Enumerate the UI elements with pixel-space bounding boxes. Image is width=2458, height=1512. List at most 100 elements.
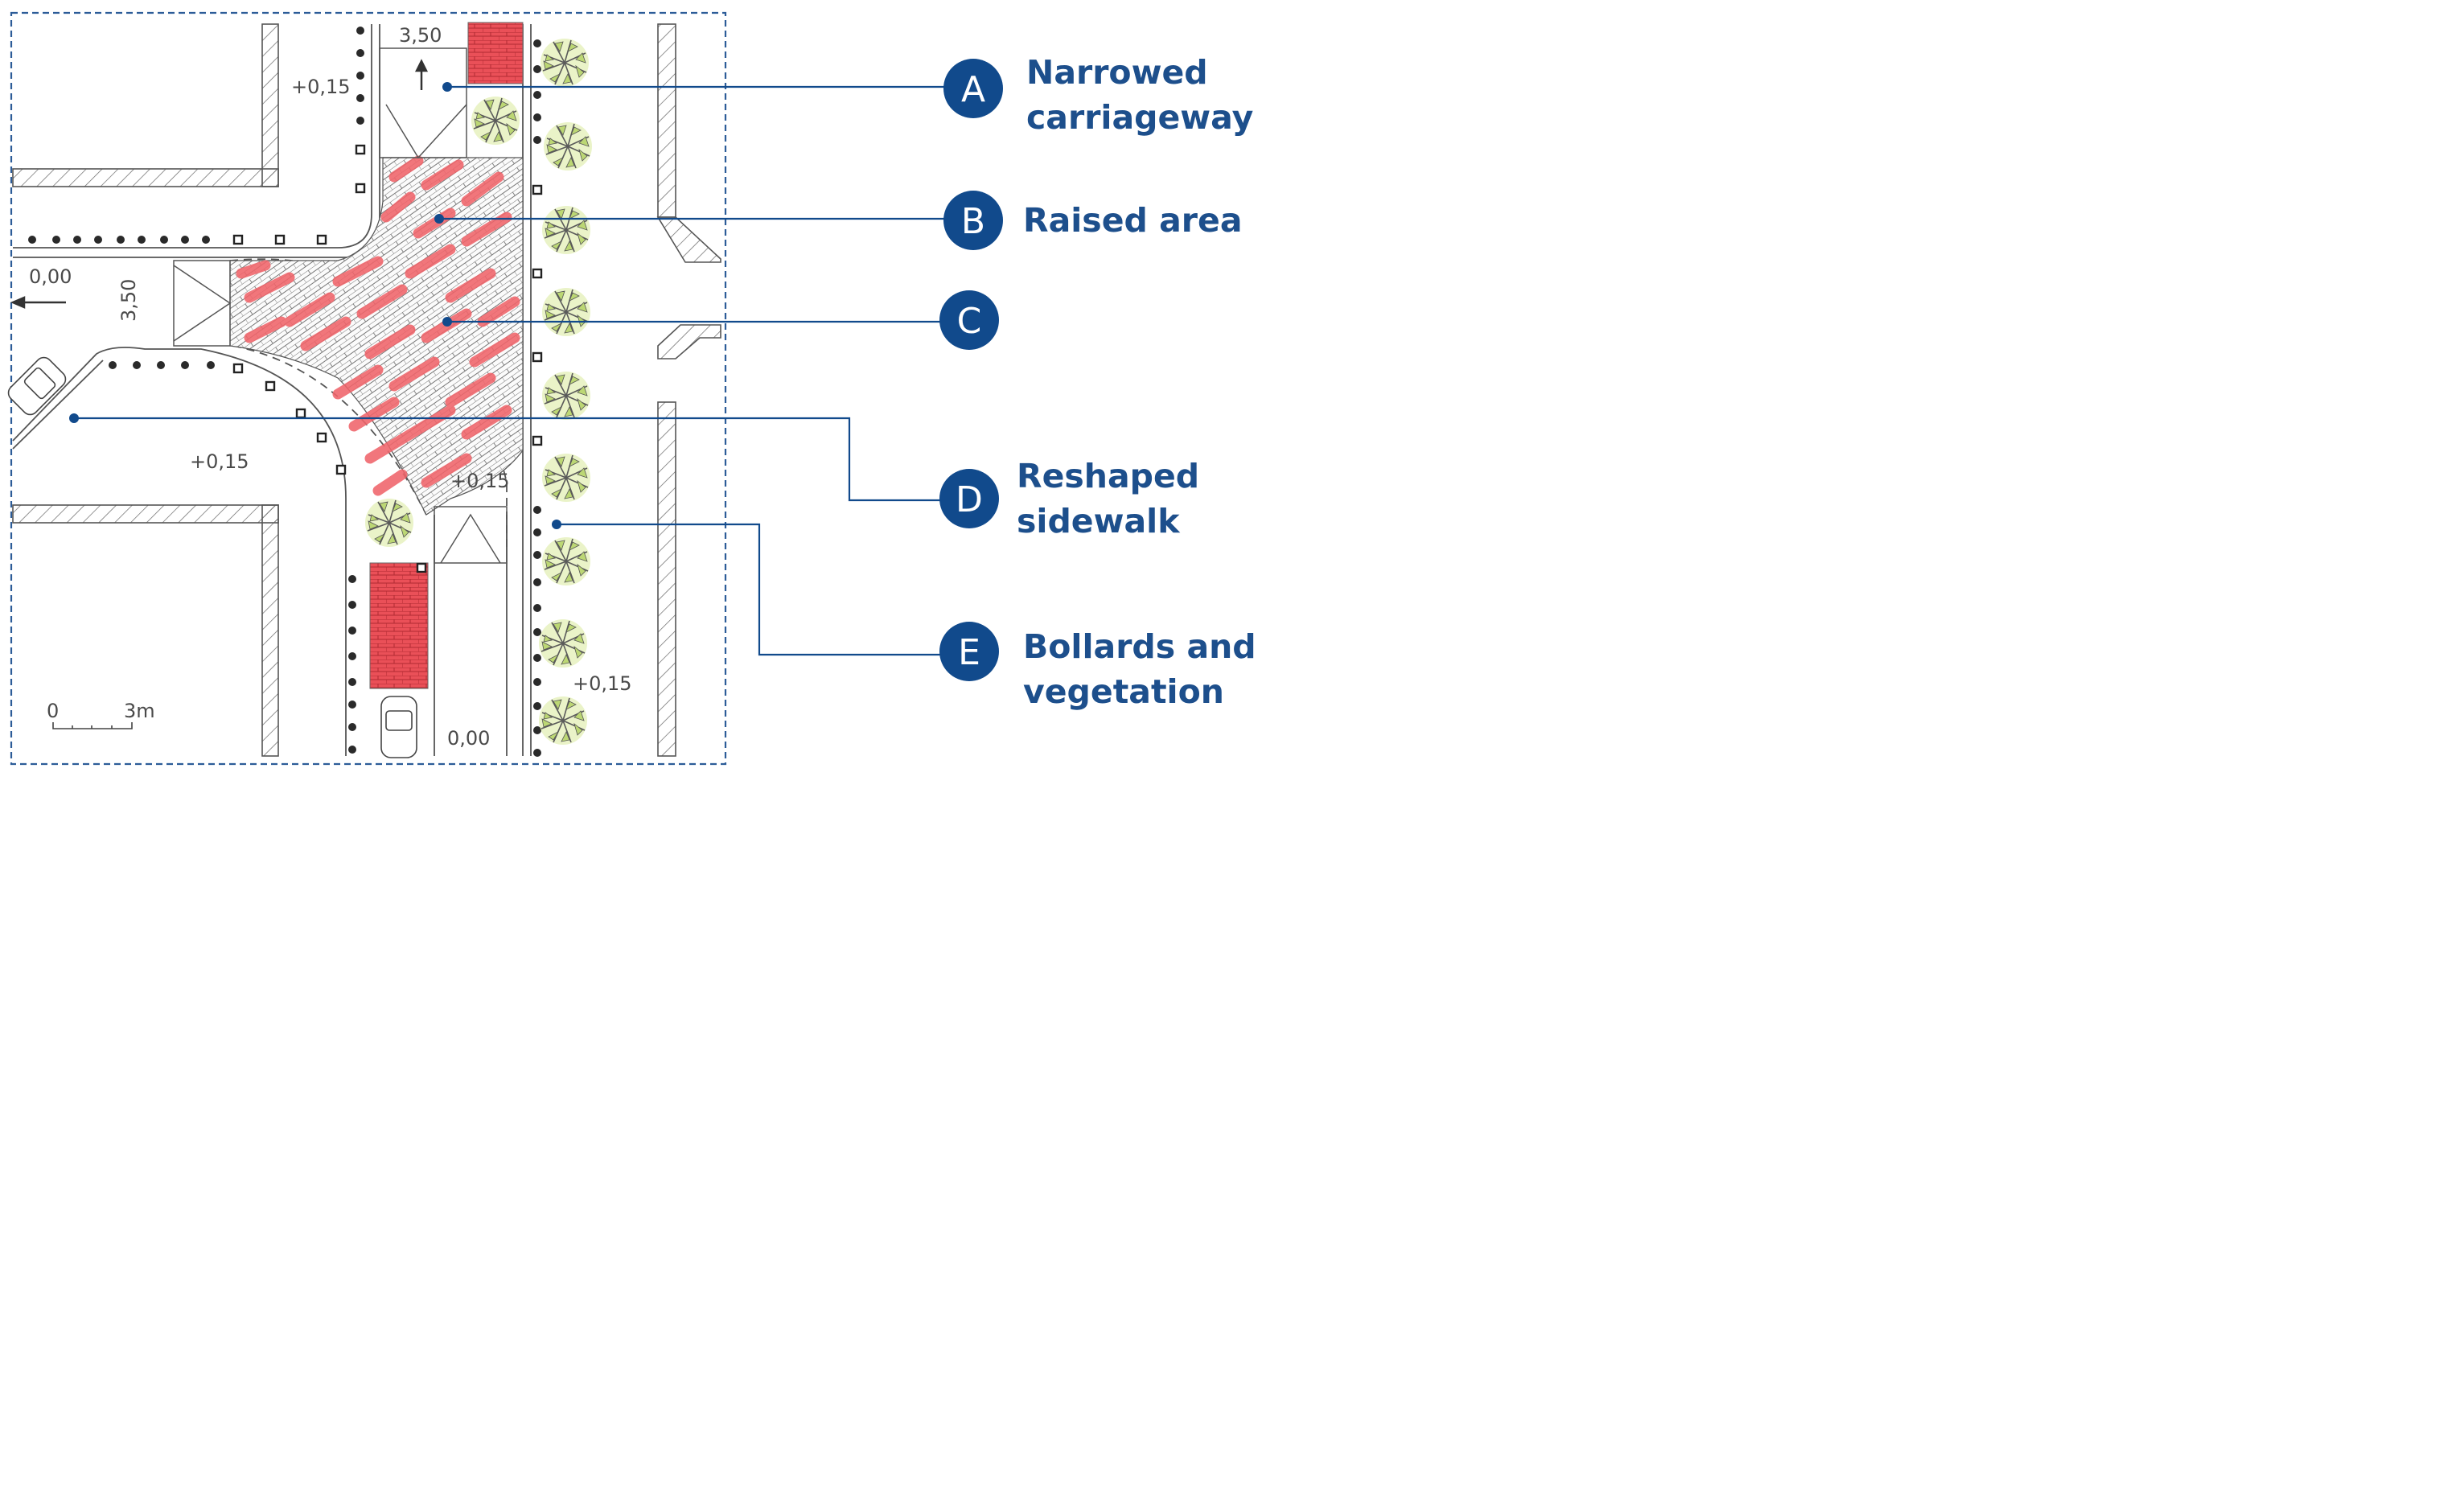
svg-text:E: E xyxy=(958,632,980,673)
elevation-corner: +0,15 xyxy=(450,470,510,492)
bollard-icon xyxy=(533,113,541,121)
bollard-icon xyxy=(348,575,356,583)
bollard-icon xyxy=(28,27,543,757)
callout-label-b: Raised area xyxy=(1023,198,1243,243)
svg-text:C: C xyxy=(957,301,982,342)
callout-badge-d: D xyxy=(939,469,999,528)
callout-label-a-line2: carriageway xyxy=(1026,98,1254,137)
bollard-icon xyxy=(265,380,276,392)
bollard-icon xyxy=(356,117,364,125)
west-arrow-icon xyxy=(10,296,66,309)
bollard-icon xyxy=(533,506,541,514)
bollard-icon xyxy=(533,628,541,636)
bollard-icon xyxy=(533,528,541,536)
bollard-icon xyxy=(533,551,541,559)
bollard-icon xyxy=(348,678,356,686)
tree-icon xyxy=(471,96,520,146)
bollard-icon xyxy=(533,604,541,612)
tree-icon xyxy=(538,618,588,668)
car-icon xyxy=(7,356,417,758)
bollard-icon xyxy=(117,236,125,244)
red-crossing-bottom xyxy=(369,562,429,689)
bollard-icon xyxy=(73,236,81,244)
diagram-root: +0,15 +0,15 +0,15 +0,15 0,00 0,00 3,50 3… xyxy=(0,0,1261,775)
callout-label-a-line1: Narrowed xyxy=(1026,53,1208,92)
curb-lines xyxy=(12,24,532,756)
tree-icon xyxy=(541,371,591,421)
bollard-icon xyxy=(355,144,366,155)
raised-area-red-marks xyxy=(236,155,520,496)
bollard-icon xyxy=(316,432,327,443)
bollard-icon xyxy=(416,562,427,573)
bollard-icon xyxy=(533,578,541,586)
tree-icon xyxy=(540,38,590,88)
bollard-icon xyxy=(316,234,327,245)
callout-leaders xyxy=(74,85,946,656)
bollard-icon xyxy=(532,184,543,195)
road-level-bottom: 0,00 xyxy=(447,727,490,750)
tree-icon xyxy=(538,696,588,746)
bollard-icon xyxy=(532,435,543,446)
bollard-icon xyxy=(157,361,165,369)
bollard-icon xyxy=(181,361,189,369)
elevation-bottom-left: +0,15 xyxy=(190,450,249,473)
red-crossing-top xyxy=(467,22,524,84)
bollard-icon xyxy=(533,749,541,757)
width-left: 3,50 xyxy=(117,279,140,322)
callout-label-d-line2: sidewalk xyxy=(1017,502,1180,540)
bollard-icon xyxy=(52,236,60,244)
svg-text:D: D xyxy=(956,479,983,520)
callout-label-d: Reshaped sidewalk xyxy=(1017,454,1199,544)
bollard-icon xyxy=(533,91,541,99)
bollard-icon xyxy=(138,236,146,244)
callout-label-d-line1: Reshaped xyxy=(1017,457,1200,495)
north-arrow-icon xyxy=(414,59,429,90)
scale-start: 0 xyxy=(47,700,59,722)
callout-label-a: Narrowed carriageway xyxy=(1026,50,1253,140)
tree-icon xyxy=(364,498,414,548)
callout-label-e-line2: vegetation xyxy=(1023,672,1224,711)
bollard-icon xyxy=(348,652,356,660)
building-edges xyxy=(12,23,721,757)
bollard-icon xyxy=(348,627,356,635)
bollard-icon xyxy=(348,746,356,754)
bollard-icon xyxy=(532,268,543,279)
tree-icon xyxy=(541,536,591,586)
bollard-icon xyxy=(94,236,102,244)
bollard-icon xyxy=(348,601,356,609)
bollard-icon xyxy=(295,408,306,419)
bollard-icon xyxy=(532,351,543,363)
bollard-icon xyxy=(356,27,364,35)
bollard-icon xyxy=(202,236,210,244)
callout-badge-e: E xyxy=(939,622,999,681)
bollard-icon xyxy=(160,236,168,244)
street-plan-drawing: +0,15 +0,15 +0,15 +0,15 0,00 0,00 3,50 3… xyxy=(7,11,1003,766)
bollard-icon xyxy=(335,464,347,475)
callout-badge-a: A xyxy=(943,59,1003,118)
bollard-icon xyxy=(348,701,356,709)
bollard-icon xyxy=(356,72,364,80)
callout-label-e: Bollards and vegetation xyxy=(1023,624,1256,714)
bollard-icon xyxy=(533,702,541,710)
bollard-icon xyxy=(533,65,541,73)
bollard-icon xyxy=(356,49,364,57)
tree-icon xyxy=(541,205,591,255)
bollard-icon xyxy=(28,236,36,244)
tree-icon xyxy=(541,287,591,337)
callout-label-e-line1: Bollards and xyxy=(1023,627,1256,666)
elevation-right: +0,15 xyxy=(573,672,632,695)
road-level-left: 0,00 xyxy=(29,265,72,288)
bollard-icon xyxy=(109,361,117,369)
bollard-icon xyxy=(232,363,244,374)
callout-label-b-line1: Raised area xyxy=(1023,201,1243,240)
bollard-icon xyxy=(356,94,364,102)
bollard-icon xyxy=(181,236,189,244)
callout-badge-c: C xyxy=(939,290,999,350)
scale-end: 3m xyxy=(124,700,155,722)
bollard-icon xyxy=(207,361,215,369)
bollard-icon xyxy=(348,723,356,731)
callout-anchor-dots xyxy=(69,82,561,529)
bollard-icon xyxy=(533,678,541,686)
bollard-icon xyxy=(533,136,541,144)
width-top: 3,50 xyxy=(399,24,442,47)
